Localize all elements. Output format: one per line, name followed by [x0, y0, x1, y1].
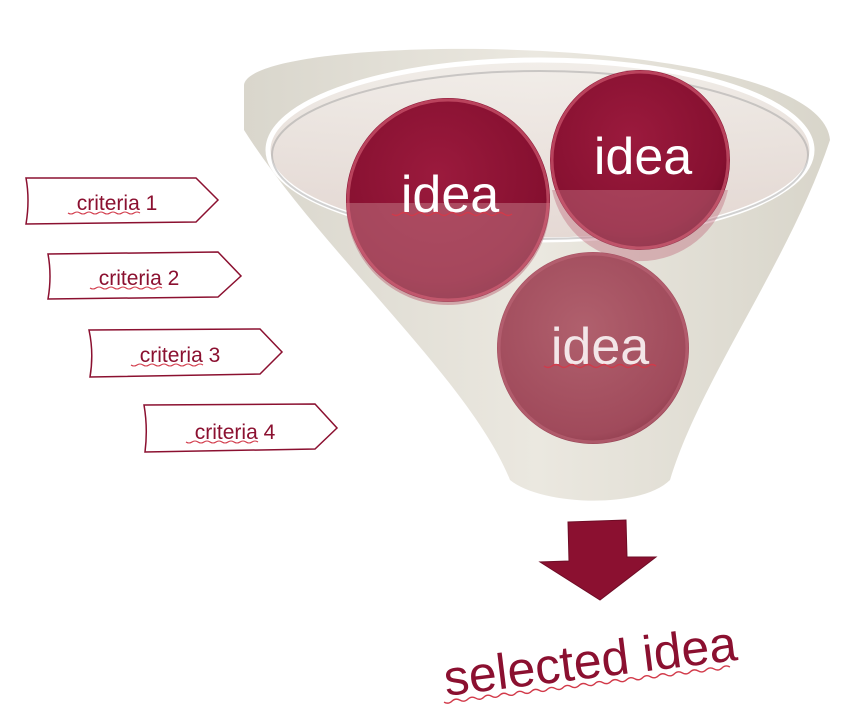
criteria-arrow-1: criteria 1 [25, 177, 220, 225]
spell-squiggle [391, 211, 513, 217]
idea-circle-top-right: idea [550, 70, 730, 262]
criteria-label-4: criteria 4 [195, 421, 276, 444]
criteria-arrow-2: criteria 2 [47, 251, 243, 300]
idea-label-2: idea [594, 128, 692, 186]
selected-idea-result: selected idea [440, 615, 739, 707]
criteria-label-2: criteria 2 [99, 267, 180, 290]
idea-circle-bottom: idea [497, 252, 689, 444]
criteria-label-3: criteria 3 [140, 344, 221, 367]
idea-label-1: idea [401, 166, 499, 224]
spell-squiggle [543, 363, 657, 369]
down-arrow-icon [538, 519, 658, 601]
spell-squiggle [89, 286, 163, 290]
spell-squiggle [185, 440, 259, 444]
criteria-arrow-3: criteria 3 [88, 328, 284, 378]
idea-circle-top-left: idea [346, 98, 550, 305]
spell-squiggle [67, 211, 141, 215]
spell-squiggle [130, 363, 204, 367]
criteria-arrow-4: criteria 4 [143, 403, 339, 453]
criteria-label-1: criteria 1 [77, 192, 158, 215]
spell-squiggle [443, 665, 731, 704]
selected-idea-label: selected idea [440, 615, 739, 707]
